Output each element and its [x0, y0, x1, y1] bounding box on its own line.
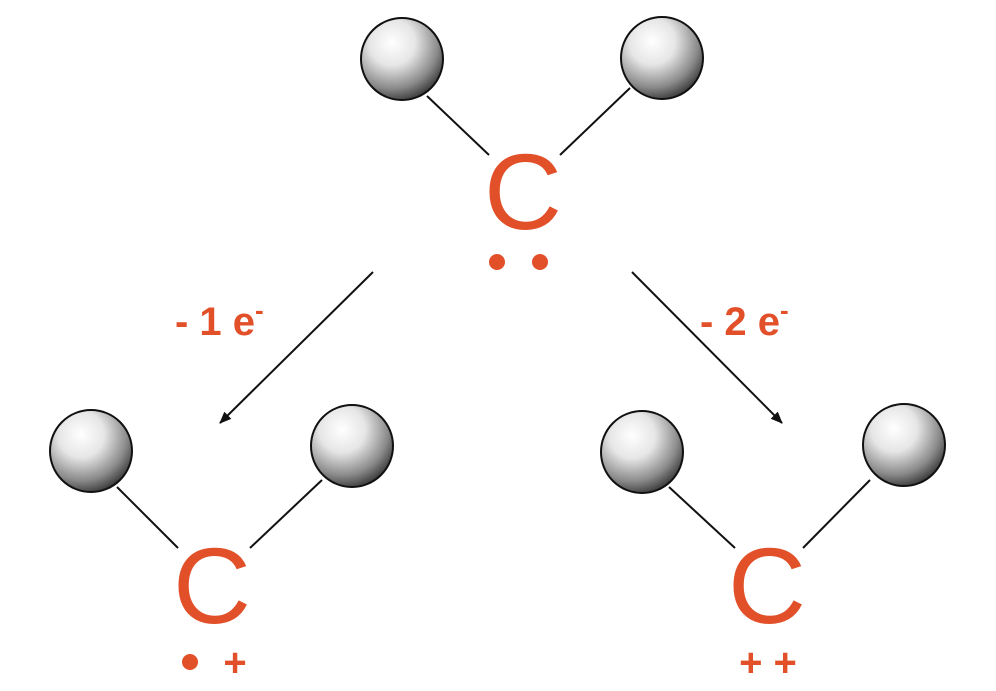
substituent-atom-left: [49, 409, 133, 493]
transition-label-right: - 2 e-: [700, 295, 789, 344]
molecule-neutral: C: [360, 16, 704, 270]
arrow-left: [219, 271, 374, 424]
substituent-atom-right: [862, 403, 946, 487]
substituent-atom-left: [600, 410, 684, 494]
bond-right: [559, 87, 631, 156]
bond-left: [426, 95, 490, 156]
lone-pair-electron-1: [489, 254, 505, 270]
molecule-dication: C + +: [600, 403, 946, 685]
charge-label: +: [223, 641, 246, 685]
carbon-label: C: [728, 525, 806, 646]
radical-electron: [182, 654, 198, 670]
substituent-atom-right: [310, 404, 394, 488]
substituent-atom-left: [360, 17, 444, 101]
transition-label-left: - 1 e-: [175, 295, 264, 344]
charge-label: + +: [739, 641, 797, 685]
carbon-label: C: [173, 525, 251, 646]
bond-right: [802, 479, 871, 549]
bond-left: [668, 486, 736, 549]
bond-right: [249, 479, 323, 549]
carbon-label: C: [484, 131, 562, 252]
lone-pair-electron-2: [532, 254, 548, 270]
substituent-atom-right: [620, 16, 704, 100]
arrow-right: [631, 271, 783, 424]
bond-left: [116, 486, 179, 549]
molecule-cation: C +: [49, 404, 394, 685]
